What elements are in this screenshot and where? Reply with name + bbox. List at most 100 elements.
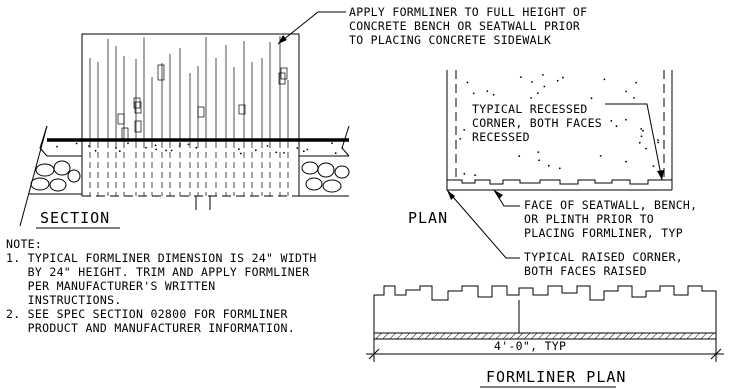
concrete-aggregate-dot [562, 76, 564, 79]
concrete-aggregate-dot [75, 142, 78, 145]
concrete-aggregate-dot [165, 149, 168, 152]
section-view: SECTION [19, 33, 350, 229]
concrete-aggregate-dot [179, 143, 182, 145]
concrete-aggregate-dot [640, 127, 643, 130]
concrete-aggregate-dot [625, 90, 627, 93]
callout-face-line-2: OR PLINTH PRIOR TO [524, 212, 654, 226]
note-line-6: PRODUCT AND MANUFACTURER INFORMATION. [6, 321, 295, 335]
concrete-aggregate-dot [590, 97, 593, 100]
section-title: SECTION [40, 209, 110, 227]
concrete-aggregate-dot [486, 90, 489, 92]
formliner-relief-block [121, 127, 129, 140]
callout-recessed-line-2: CORNER, BOTH FACES [472, 116, 602, 130]
formliner-relief-block [133, 97, 141, 109]
concrete-aggregate-dot [645, 147, 647, 150]
concrete-aggregate-dot [94, 149, 97, 152]
callout-recessed-line-1: TYPICAL RECESSED [472, 102, 588, 116]
callout-face-line-3: PLACING FORMLINER, TYP [524, 226, 683, 240]
callout-apply-line-2: CONCRETE BENCH OR SEATWALL PRIOR [349, 19, 580, 33]
concrete-aggregate-dot [652, 165, 655, 168]
callout-recessed-line-3: RECESSED [472, 130, 530, 144]
concrete-aggregate-dot [472, 92, 475, 95]
concrete-aggregate-dot [642, 129, 644, 132]
formliner-relief-block [238, 104, 246, 115]
concrete-aggregate-dot [195, 146, 198, 149]
concrete-aggregate-dot [115, 147, 117, 149]
concrete-aggregate-dot [492, 93, 495, 96]
concrete-aggregate-dot [254, 149, 257, 152]
concrete-aggregate-dot [306, 148, 309, 151]
concrete-aggregate-dot [266, 145, 269, 147]
concrete-aggregate-dot [536, 92, 539, 94]
notes-block: NOTE: 1. TYPICAL FORMLINER DIMENSION IS … [6, 237, 317, 335]
concrete-aggregate-dot [610, 120, 613, 122]
formliner-relief-block [280, 67, 288, 80]
concrete-aggregate-dot [657, 141, 659, 144]
concrete-aggregate-dot [154, 144, 157, 147]
concrete-aggregate-dot [463, 172, 466, 175]
dimension-text: 4'-0", TYP [494, 339, 566, 353]
concrete-aggregate-dot [145, 146, 147, 149]
formliner-profile [373, 285, 717, 333]
concrete-aggregate-dot [625, 160, 627, 163]
concrete-aggregate-dot [537, 151, 540, 154]
note-line-2: BY 24" HEIGHT. TRIM AND APPLY FORMLINER [6, 265, 309, 279]
formliner-relief-block [157, 64, 165, 81]
callout-apply-line-3: TO PLACING CONCRETE SIDEWALK [349, 33, 551, 47]
concrete-aggregate-dot [599, 155, 602, 157]
concrete-aggregate-dot [302, 150, 305, 153]
formliner-relief-block [117, 113, 125, 125]
notes-heading: NOTE: [6, 237, 42, 251]
concrete-stipple-plan [459, 74, 659, 177]
concrete-aggregate-dot [531, 81, 533, 83]
callout-raised-leader [446, 189, 520, 259]
gravel-base-right [299, 161, 350, 197]
section-break-diagonal [19, 125, 48, 227]
note-line-3: PER MANUFACTURER'S WRITTEN [6, 279, 215, 293]
concrete-aggregate-dot [638, 141, 641, 144]
concrete-aggregate-dot [542, 74, 544, 76]
concrete-aggregate-dot [155, 148, 158, 151]
concrete-aggregate-dot [463, 129, 466, 131]
formliner-backing-hatch [373, 332, 717, 340]
concrete-aggregate-dot [558, 167, 561, 170]
concrete-aggregate-dot [547, 164, 550, 167]
concrete-aggregate-dot [239, 152, 242, 155]
concrete-aggregate-dot [331, 142, 333, 145]
callout-apply-formliner: APPLY FORMLINER TO FULL HEIGHT OF CONCRE… [277, 5, 587, 47]
concrete-aggregate-dot [127, 142, 129, 145]
formliner-relief-block [134, 101, 142, 114]
formliner-relief-block [278, 72, 286, 85]
section-formliner-panel [81, 33, 300, 196]
formliner-relief-block [197, 106, 205, 118]
concrete-aggregate-dot [187, 143, 190, 146]
concrete-aggregate-dot [459, 138, 462, 140]
concrete-aggregate-dot [518, 155, 521, 158]
concrete-aggregate-dot [118, 150, 121, 153]
concrete-aggregate-dot [543, 85, 546, 88]
concrete-aggregate-dot [466, 81, 469, 84]
concrete-aggregate-dot [615, 125, 618, 128]
callout-raised-line-1: TYPICAL RAISED CORNER, [524, 250, 683, 264]
concrete-aggregate-dot [238, 148, 240, 151]
formliner-plan-title: FORMLINER PLAN [486, 368, 626, 386]
concrete-aggregate-dot [635, 81, 638, 84]
concrete-aggregate-dot [625, 118, 627, 121]
concrete-aggregate-dot [633, 97, 635, 99]
concrete-aggregate-dot [178, 145, 181, 147]
note-line-1: 1. TYPICAL FORMLINER DIMENSION IS 24" WI… [6, 251, 317, 265]
concrete-aggregate-dot [56, 145, 58, 148]
concrete-aggregate-dot [283, 152, 285, 154]
concrete-aggregate-dot [519, 76, 522, 78]
formliner-relief-block [134, 120, 142, 133]
callout-recessed-leader [605, 103, 663, 181]
concrete-aggregate-dot [474, 174, 476, 177]
concrete-stipple-section [56, 142, 344, 155]
plan-view: TYPICAL RECESSED CORNER, BOTH FACES RECE… [408, 70, 697, 278]
concrete-aggregate-dot [334, 152, 337, 155]
concrete-aggregate-dot [556, 79, 559, 82]
concrete-aggregate-dot [275, 151, 278, 154]
callout-face-line-1: FACE OF SEATWALL, BENCH, [524, 198, 697, 212]
concrete-aggregate-dot [170, 149, 173, 152]
plan-title: PLAN [408, 209, 448, 227]
